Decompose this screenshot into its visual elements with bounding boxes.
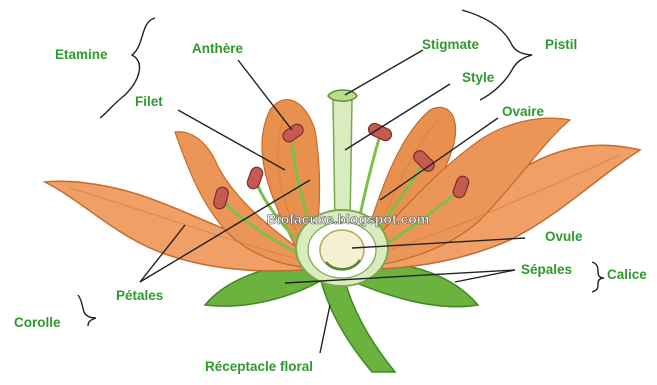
- label-etamine: Etamine: [55, 47, 108, 62]
- label-petales: Pétales: [116, 288, 163, 303]
- pistil-style: [333, 100, 352, 225]
- label-corolle: Corolle: [14, 315, 61, 330]
- label-stigmate: Stigmate: [422, 37, 480, 52]
- label-receptacle: Réceptacle floral: [205, 359, 313, 374]
- calice-brace: [592, 262, 604, 292]
- label-sepales: Sépales: [521, 262, 572, 277]
- stigma: [328, 90, 357, 101]
- watermark-text: Biofacuke.blogspot.com: [267, 211, 430, 227]
- label-anthere: Anthère: [192, 41, 243, 56]
- pistil-brace: [462, 10, 532, 100]
- label-calice: Calice: [607, 267, 647, 282]
- corolle-brace: [78, 295, 96, 326]
- label-style: Style: [462, 70, 495, 85]
- label-filet: Filet: [135, 94, 163, 109]
- label-ovaire: Ovaire: [502, 104, 545, 119]
- label-pistil: Pistil: [545, 37, 577, 52]
- label-ovule: Ovule: [545, 229, 583, 244]
